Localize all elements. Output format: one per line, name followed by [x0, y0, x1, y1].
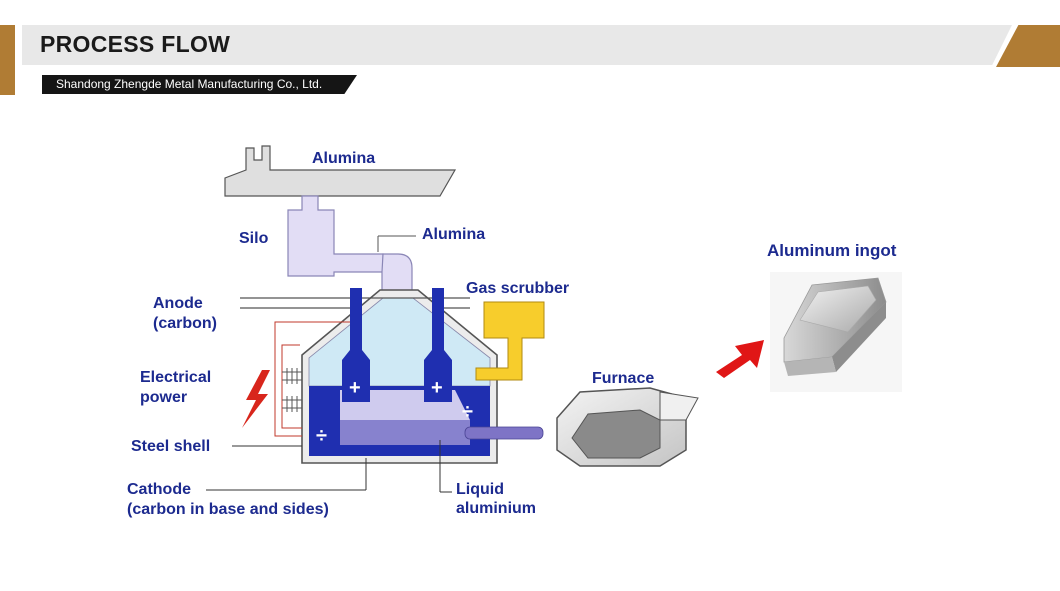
label-furnace: Furnace [592, 370, 654, 387]
page-title: PROCESS FLOW [40, 31, 231, 57]
electrolyte-bath [308, 297, 491, 387]
label-anode-carbon: (carbon) [153, 315, 217, 332]
alumina-conveyor [224, 145, 457, 197]
electrical-connectors [282, 368, 302, 412]
label-gas-scrubber: Gas scrubber [466, 280, 569, 297]
lightning-icon [242, 370, 270, 428]
label-cathode-detail: (carbon in base and sides) [127, 501, 329, 518]
tap-pipe [464, 426, 544, 440]
label-electrical: Electrical [140, 369, 211, 386]
label-silo: Silo [239, 230, 269, 247]
label-liquid: Liquid [456, 481, 504, 498]
label-pointers [206, 440, 452, 493]
electrical-wire-outer [274, 321, 350, 437]
header-band [22, 25, 1012, 65]
red-arrow-icon [716, 340, 764, 378]
liquid-aluminium-layer [340, 420, 470, 445]
anode-right [424, 288, 452, 402]
company-banner [42, 75, 357, 94]
label-steel-shell: Steel shell [131, 438, 210, 455]
label-electrical-power: power [140, 389, 187, 406]
anode-right-sign: + [431, 377, 443, 399]
label-liquid-aluminium: aluminium [456, 500, 536, 517]
furnace [556, 387, 699, 467]
label-cathode: Cathode [127, 481, 191, 498]
cathode-left-sign: ÷ [316, 425, 327, 447]
aluminum-ingot-icon [770, 272, 902, 392]
company-name: Shandong Zhengde Metal Manufacturing Co.… [56, 77, 323, 91]
label-alumina-top: Alumina [312, 150, 375, 167]
anode-left [342, 288, 370, 402]
label-aluminum-ingot: Aluminum ingot [767, 241, 897, 260]
anode-left-sign: + [349, 377, 361, 399]
gas-scrubber [475, 301, 545, 381]
label-anode: Anode [153, 295, 203, 312]
left-accent-tab [0, 25, 15, 95]
electrical-wire-inner [281, 344, 302, 429]
cathode-right-sign: ÷ [462, 401, 473, 423]
label-alumina-pipe: Alumina [422, 226, 485, 243]
silo [287, 195, 384, 277]
